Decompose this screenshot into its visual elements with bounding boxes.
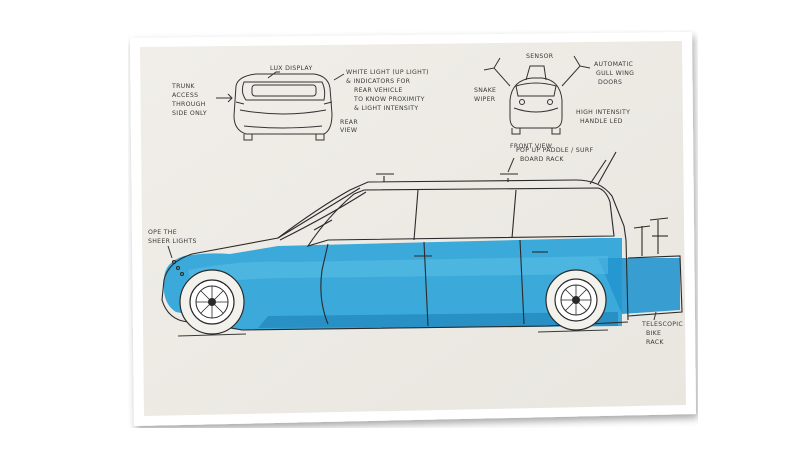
svg-text:TELESCOPIC: TELESCOPIC [641,321,683,328]
trunk-arrow [216,93,233,103]
svg-text:HANDLE LED: HANDLE LED [580,118,623,125]
svg-text:THROUGH: THROUGH [171,101,206,108]
bike-rack-note: TELESCOPIC BIKE RACK [641,321,683,346]
high-intensity-note: HIGH INTENSITY HANDLE LED [576,109,630,125]
svg-text:REAR VEHICLE: REAR VEHICLE [354,87,403,94]
svg-text:SHEER LIGHTS: SHEER LIGHTS [148,238,197,245]
roof-rack-arrow [507,157,515,173]
svg-text:TO KNOW PROXIMITY: TO KNOW PROXIMITY [353,96,425,103]
svg-text:RACK: RACK [646,339,664,346]
lights-note: WHITE LIGHT (UP LIGHT) & INDICATORS FOR … [346,69,429,112]
svg-text:DOORS: DOORS [598,79,622,86]
front-wheel [179,269,245,335]
bike-rack-arrow [653,311,657,321]
trunk-access-note: TRUNK ACCESS THROUGH SIDE ONLY [171,83,207,117]
svg-text:REAR: REAR [340,119,358,126]
svg-text:SNAKE: SNAKE [474,87,496,94]
svg-text:BOARD RACK: BOARD RACK [520,156,564,163]
svg-text:WIPER: WIPER [474,96,496,103]
rear-view-sketch [233,71,333,141]
rear-wheel [545,269,607,331]
svg-text:GULL WING: GULL WING [596,70,634,77]
sketch-photo: LUX DISPLAY TRUNK ACCESS THROUGH SIDE ON… [128,30,698,428]
snake-wiper-note: SNAKE WIPER [474,87,496,103]
svg-text:OPE THE: OPE THE [148,229,177,236]
svg-text:WHITE LIGHT (UP LIGHT): WHITE LIGHT (UP LIGHT) [346,69,429,76]
svg-text:& LIGHT INTENSITY: & LIGHT INTENSITY [354,105,418,112]
front-view-sketch [483,55,591,135]
lux-display-label: LUX DISPLAY [270,65,313,72]
sensor-label: SENSOR [526,53,554,60]
svg-text:SIDE ONLY: SIDE ONLY [172,110,207,117]
svg-text:AUTOMATIC: AUTOMATIC [594,61,633,68]
front-view-label: FRONT VIEW [510,143,552,150]
rear-view-label: REAR VIEW [340,119,358,134]
ground-line [177,329,609,337]
svg-text:ACCESS: ACCESS [172,92,198,99]
svg-text:POP UP PADDLE / SURF: POP UP PADDLE / SURF [516,147,593,154]
svg-text:BIKE: BIKE [646,330,661,337]
svg-text:& INDICATORS FOR: & INDICATORS FOR [346,78,411,85]
sheer-lights-note: OPE THE SHEER LIGHTS [148,229,197,245]
gull-wing-note: AUTOMATIC GULL WING DOORS [594,61,634,86]
sheer-lights-arrow [167,245,173,259]
svg-text:TRUNK: TRUNK [171,83,195,90]
svg-text:VIEW: VIEW [340,127,357,134]
lights-arrow [333,73,345,81]
van-blue-body [164,238,680,330]
svg-text:HIGH INTENSITY: HIGH INTENSITY [576,109,630,116]
roof-rack-note: POP UP PADDLE / SURF BOARD RACK [516,147,593,163]
